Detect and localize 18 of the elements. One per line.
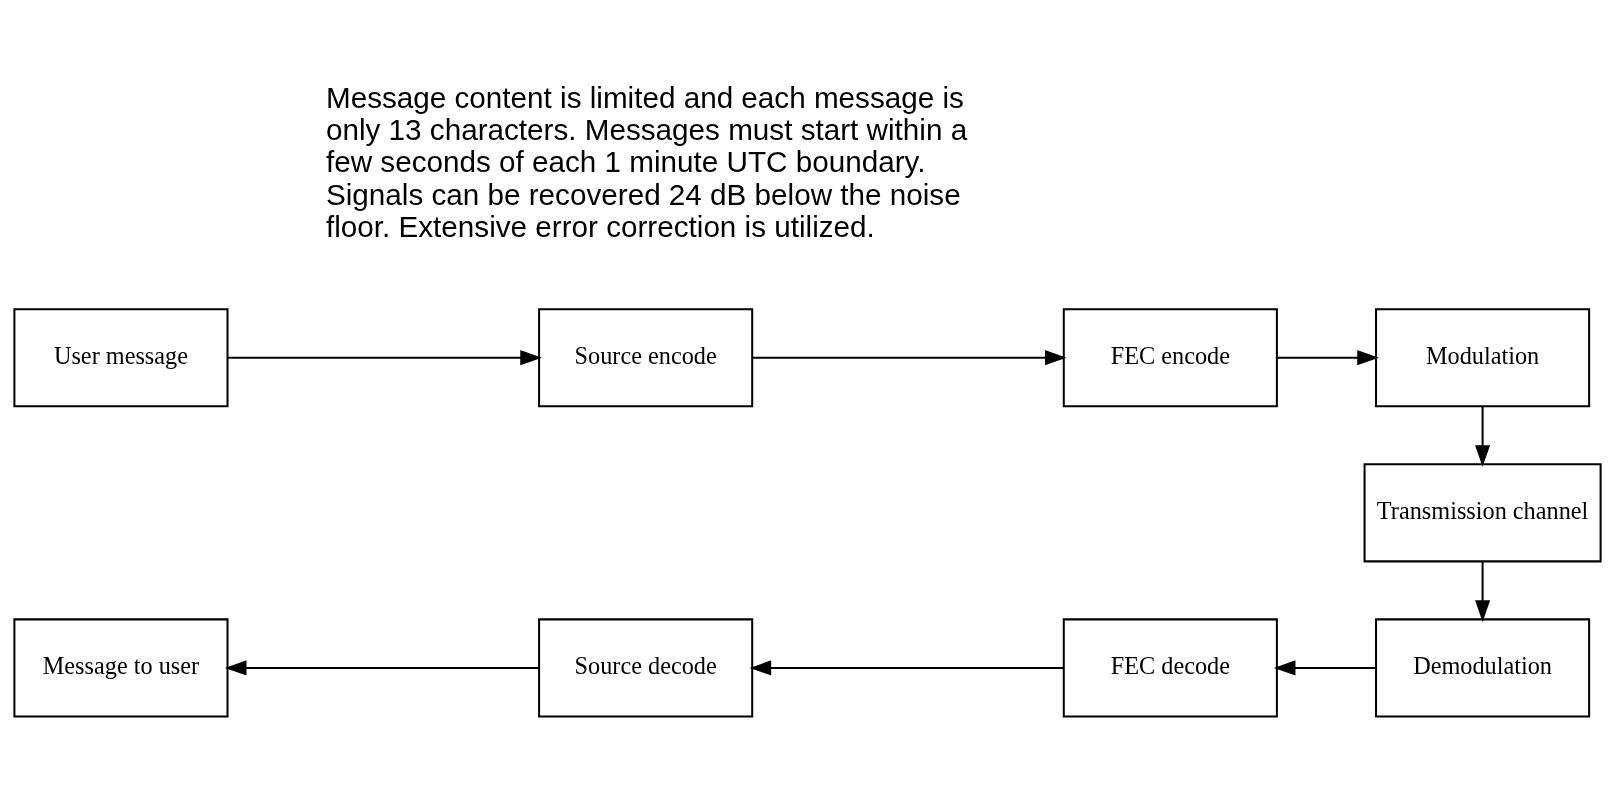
node-box: Modulation <box>1374 308 1590 408</box>
node-box: Demodulation <box>1374 618 1590 718</box>
node-box: FEC decode <box>1062 618 1278 718</box>
arrow <box>1474 406 1490 467</box>
node-box: Source decode <box>537 618 753 718</box>
node-box: Message to user <box>12 618 228 718</box>
label: Message content is limited and each message is only 13 characters. Messages must start within a few seconds of each 1 minute UTC boundary. Signals can be recovered 24 dB below the noise floor. Extensive error correction is utilized. <box>325 80 967 244</box>
node-box: User message <box>12 308 228 408</box>
arrow <box>1273 660 1376 676</box>
node-box: Transmission channel <box>1363 463 1602 563</box>
arrow <box>1474 561 1490 622</box>
arrow <box>224 660 539 676</box>
arrow <box>752 350 1067 366</box>
arrow <box>749 660 1063 676</box>
node-box: Source encode <box>537 308 753 408</box>
node-box: FEC encode <box>1062 308 1278 408</box>
arrow <box>227 350 542 366</box>
arrow <box>1276 350 1379 366</box>
